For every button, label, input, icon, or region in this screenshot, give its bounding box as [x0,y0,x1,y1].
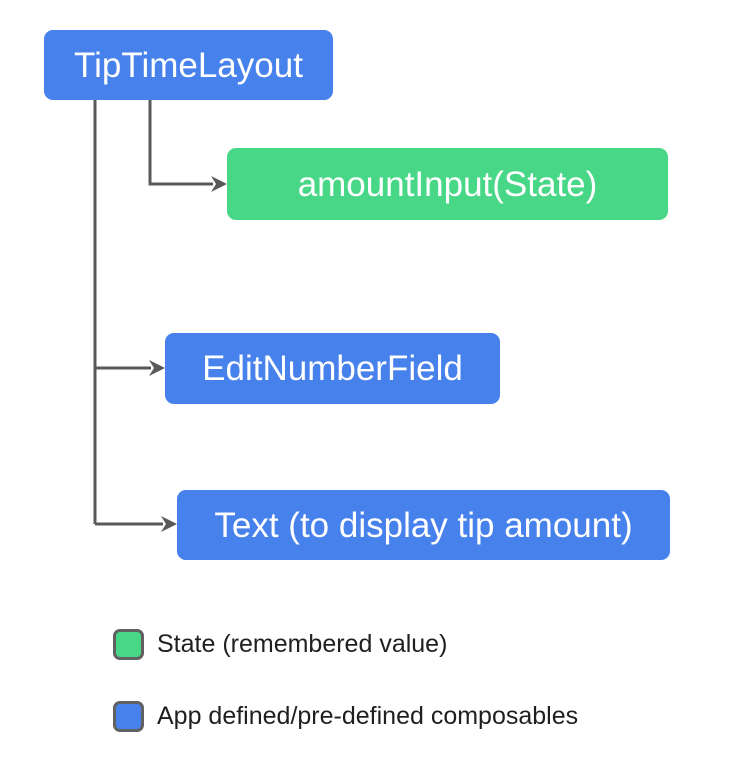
legend-item-state: State (remembered value) [113,629,447,660]
node-tiptimelayout: TipTimeLayout [44,30,333,100]
edge-root-to-amountinput [148,100,213,186]
arrowhead-amountinput-icon [211,176,227,192]
composable-swatch-icon [113,701,144,732]
legend-item-composables: App defined/pre-defined composables [113,701,578,732]
node-text-display: Text (to display tip amount) [177,490,670,560]
node-amountinput-state: amountInput(State) [227,148,668,220]
legend-label-state: State (remembered value) [157,630,448,658]
node-editnumberfield: EditNumberField [165,333,500,404]
arrowhead-editnumberfield-icon [149,360,165,376]
state-swatch-icon [113,629,144,660]
arrowhead-text-icon [161,516,177,532]
legend-label-composables: App defined/pre-defined composables [157,702,579,730]
